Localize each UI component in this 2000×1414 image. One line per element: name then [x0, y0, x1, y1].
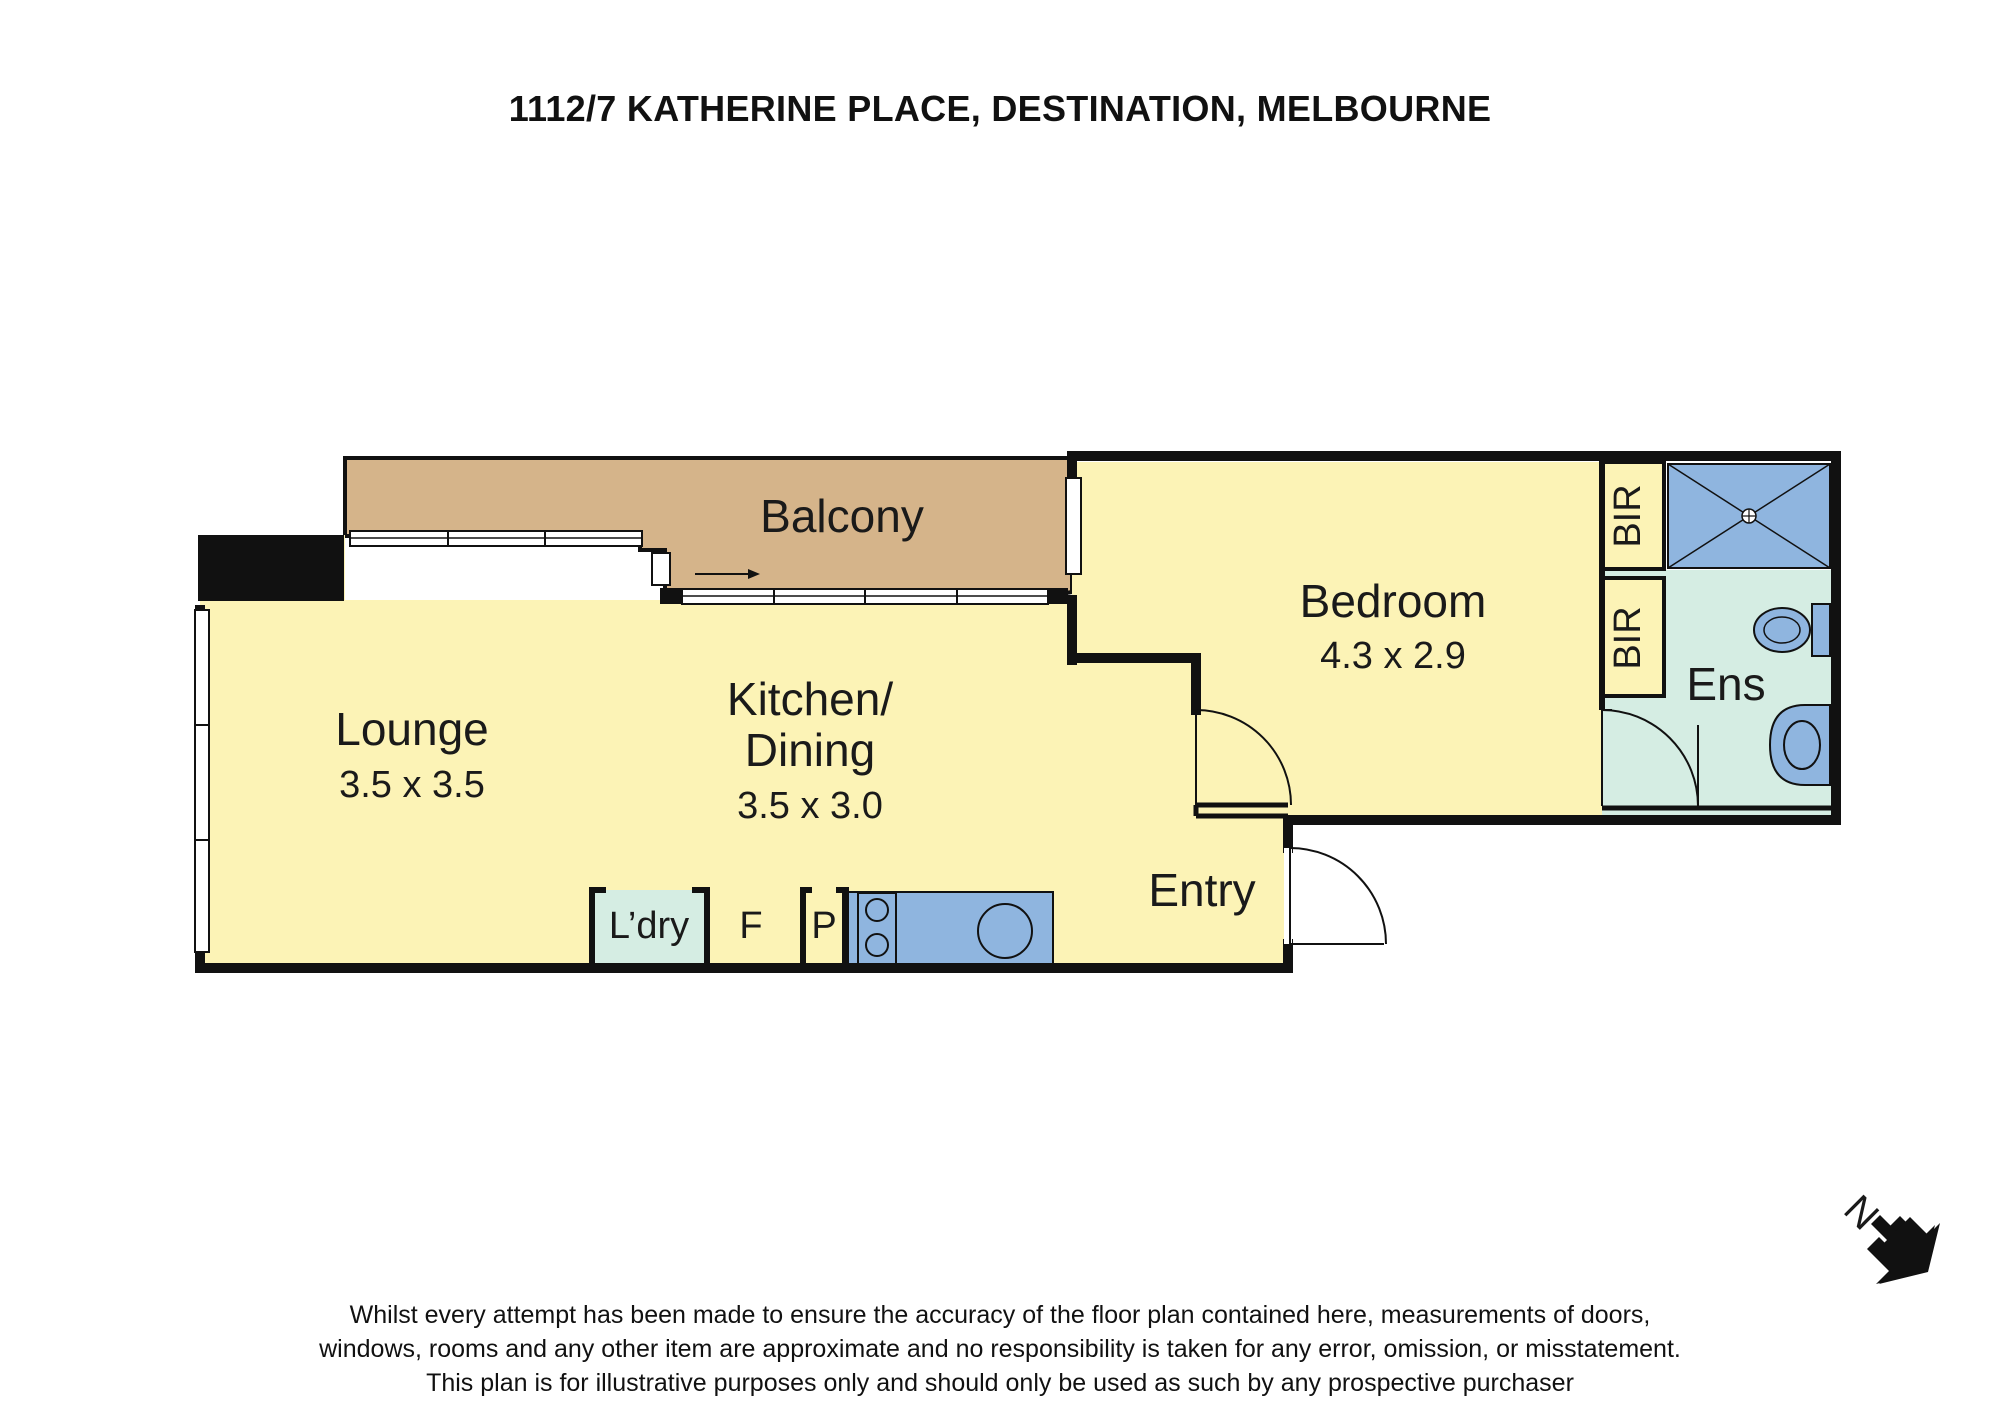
laundry-label: L’dry — [609, 905, 689, 947]
kitchen-partitions — [589, 887, 849, 968]
kitchen-label-line1: Kitchen/ — [727, 673, 893, 725]
bedroom-window — [1065, 477, 1082, 575]
lounge-dims: 3.5 x 3.5 — [339, 764, 485, 806]
balcony-window-upper — [349, 530, 643, 547]
fridge-label: F — [739, 905, 762, 947]
disclaimer-line-1: Whilst every attempt has been made to en… — [349, 1301, 1651, 1329]
shower — [1667, 463, 1831, 569]
sliding-door — [681, 588, 1049, 605]
bir-top-label: BIR — [1607, 484, 1649, 547]
ensuite-label: Ens — [1686, 658, 1765, 710]
balcony-label: Balcony — [760, 490, 924, 542]
bir-bottom-label: BIR — [1607, 606, 1649, 669]
bedroom-dims: 4.3 x 2.9 — [1320, 635, 1466, 677]
lounge-window — [194, 609, 210, 953]
entry-door — [1284, 847, 1387, 945]
toilet — [1753, 603, 1831, 657]
north-arrow-icon — [1867, 1215, 1940, 1284]
bedroom-door — [1195, 709, 1292, 806]
entry-label: Entry — [1148, 864, 1255, 916]
kitchen-dims: 3.5 x 3.0 — [737, 785, 883, 827]
plan-title: 1112/7 KATHERINE PLACE, DESTINATION, MEL… — [508, 88, 1492, 129]
balcony-window-small — [651, 552, 671, 586]
vanity — [1768, 704, 1831, 786]
kitchen-bench — [842, 891, 1054, 967]
bedroom-label: Bedroom — [1300, 575, 1487, 627]
disclaimer: Whilst every attempt has been made to en… — [0, 1298, 2000, 1400]
disclaimer-line-3: This plan is for illustrative purposes o… — [426, 1369, 1574, 1397]
bedroom-area — [1072, 462, 1602, 818]
structural-column — [198, 535, 344, 601]
kitchen-label-line2: Dining — [745, 724, 875, 776]
disclaimer-line-2: windows, rooms and any other item are ap… — [319, 1335, 1681, 1363]
lounge-label: Lounge — [335, 703, 489, 755]
living-area — [200, 535, 1288, 968]
ensuite-door — [1601, 709, 1699, 807]
laundry-area — [590, 890, 705, 965]
pantry-label: P — [811, 905, 836, 947]
slide-direction-arrow — [695, 569, 760, 579]
